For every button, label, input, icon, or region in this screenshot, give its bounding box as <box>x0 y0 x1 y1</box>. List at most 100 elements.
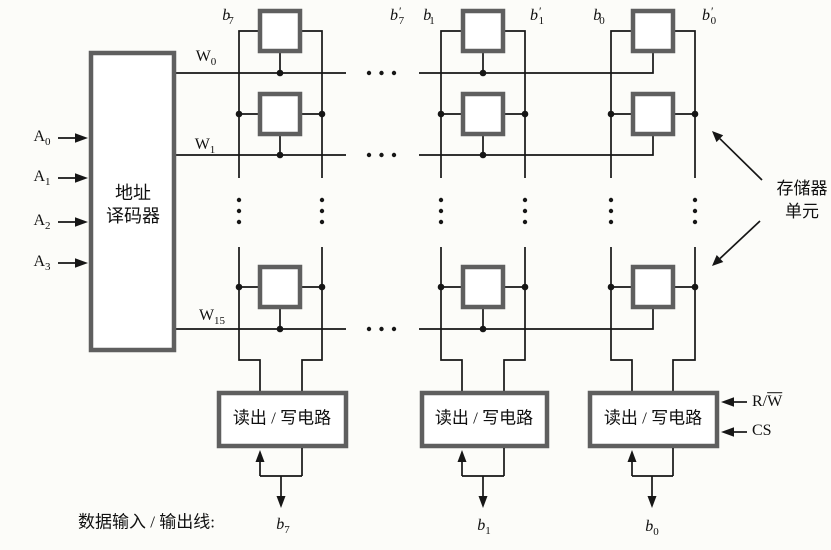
vline-ellipsis <box>319 197 325 225</box>
junction-dot <box>318 110 326 118</box>
arrowhead-right-icon <box>75 173 88 183</box>
junction-dot <box>607 283 615 291</box>
callout-line <box>719 138 763 181</box>
address-decoder-box <box>88 50 177 353</box>
rw-control-arrow <box>721 397 747 407</box>
rw-control-label: R/W <box>752 393 783 411</box>
arrowhead-right-icon <box>75 217 88 227</box>
cell-bottom-stubs <box>279 53 484 329</box>
rw-circuit-label-b7: 读出 / 写电路 <box>232 408 332 428</box>
junction-dots <box>235 69 699 333</box>
callout-arrow-upper <box>712 131 763 181</box>
memory-cell <box>460 264 506 310</box>
io-line <box>461 448 505 497</box>
arrowhead-up-icon <box>457 450 467 462</box>
vline-ellipsis <box>438 197 444 225</box>
junction-dot <box>479 69 487 77</box>
junction-dot <box>276 325 284 333</box>
memory-cell <box>460 91 506 137</box>
rw-circuit-box-b1 <box>419 390 550 449</box>
bit-line-label-b0-prime: b′0 <box>701 3 717 27</box>
bit-line-b0 <box>610 30 633 392</box>
memory-cell <box>257 8 303 54</box>
io-line <box>631 448 674 497</box>
word-line-label-w15: W15 <box>198 306 226 327</box>
bit-line-label-b0: b0 <box>593 6 605 27</box>
address-input-label-a3: A3 <box>33 252 51 273</box>
cell-connection-stubs <box>239 53 695 329</box>
bit-line-label-b7: b7 <box>222 6 234 27</box>
junction-dot <box>437 110 445 118</box>
bit-line-label-b1: b1 <box>423 6 435 27</box>
data-io-label-b0: b0 <box>645 517 659 538</box>
memory-cell-callout-label: 存储器 单元 <box>776 179 828 221</box>
arrowhead-left-icon <box>721 427 734 437</box>
word-line-label-w1: W1 <box>194 135 216 156</box>
word-lines <box>176 53 654 330</box>
cs-control-arrow <box>721 427 747 437</box>
junction-dot <box>521 283 529 291</box>
junction-dot <box>235 283 243 291</box>
rw-circuit-boxes <box>216 390 720 449</box>
junction-dot <box>437 283 445 291</box>
memory-cell <box>257 264 303 310</box>
bit-line-b7 <box>238 30 261 392</box>
junction-dot <box>521 110 529 118</box>
io-arrows-b1 <box>457 448 505 508</box>
bit-line-label-b1-prime: b′1 <box>529 3 545 27</box>
arrowhead-right-icon <box>75 133 88 143</box>
junction-dot <box>691 110 699 118</box>
rw-circuit-box-b7 <box>216 390 349 449</box>
hline-ellipsis <box>366 326 397 332</box>
address-decoder-label: 地址 译码器 <box>106 183 160 226</box>
bit-line-b1-prime <box>503 30 526 392</box>
arrowhead-upleft-icon <box>712 131 724 143</box>
arrowhead-up-icon <box>627 450 637 462</box>
vline-ellipsis <box>692 197 698 225</box>
word-line-label-w0: W0 <box>195 47 217 68</box>
address-input-label-a1: A1 <box>33 167 51 188</box>
arrowhead-down-icon <box>647 496 657 508</box>
arrowhead-down-icon <box>478 496 488 508</box>
address-input-label-a2: A2 <box>33 211 51 232</box>
bit-line-b7-prime <box>301 30 323 392</box>
memory-cells <box>257 8 676 310</box>
data-io-label-b1: b1 <box>477 516 491 537</box>
junction-dot <box>607 110 615 118</box>
hline-ellipsis <box>366 152 397 158</box>
word-line-w0 <box>176 53 654 74</box>
word-line-w1 <box>176 136 654 156</box>
arrowhead-left-icon <box>721 397 734 407</box>
rw-circuit-box-b0 <box>587 390 720 449</box>
bit-line-label-b7-prime: b′7 <box>389 3 405 27</box>
arrowhead-right-icon <box>75 258 88 268</box>
vline-ellipsis <box>236 197 242 225</box>
arrowhead-downleft-icon <box>712 255 724 266</box>
address-input-label-a0: A0 <box>33 127 51 148</box>
arrowhead-down-icon <box>276 496 286 508</box>
bit-line-b0-prime <box>672 30 696 392</box>
junction-dot <box>235 110 243 118</box>
rw-circuit-label-b0: 读出 / 写电路 <box>603 408 703 428</box>
memory-cell <box>257 91 303 137</box>
bit-lines <box>238 30 696 392</box>
junction-dot <box>479 325 487 333</box>
io-arrows-b7 <box>255 448 303 508</box>
junction-dot <box>691 283 699 291</box>
junction-dot <box>276 151 284 159</box>
data-io-caption: 数据输入 / 输出线: <box>78 512 215 532</box>
bit-line-b1 <box>440 30 463 392</box>
callout-arrow-lower <box>712 220 761 266</box>
data-io-label-b7: b7 <box>276 515 290 536</box>
vline-ellipsis <box>522 197 528 225</box>
memory-cell <box>630 8 676 54</box>
memory-cell <box>460 8 506 54</box>
memory-cell <box>630 264 676 310</box>
arrowhead-up-icon <box>255 450 265 462</box>
word-line-w15 <box>176 309 654 330</box>
io-line <box>259 448 303 497</box>
callout-line <box>719 220 761 260</box>
io-arrows-b0 <box>627 448 674 508</box>
junction-dot <box>276 69 284 77</box>
